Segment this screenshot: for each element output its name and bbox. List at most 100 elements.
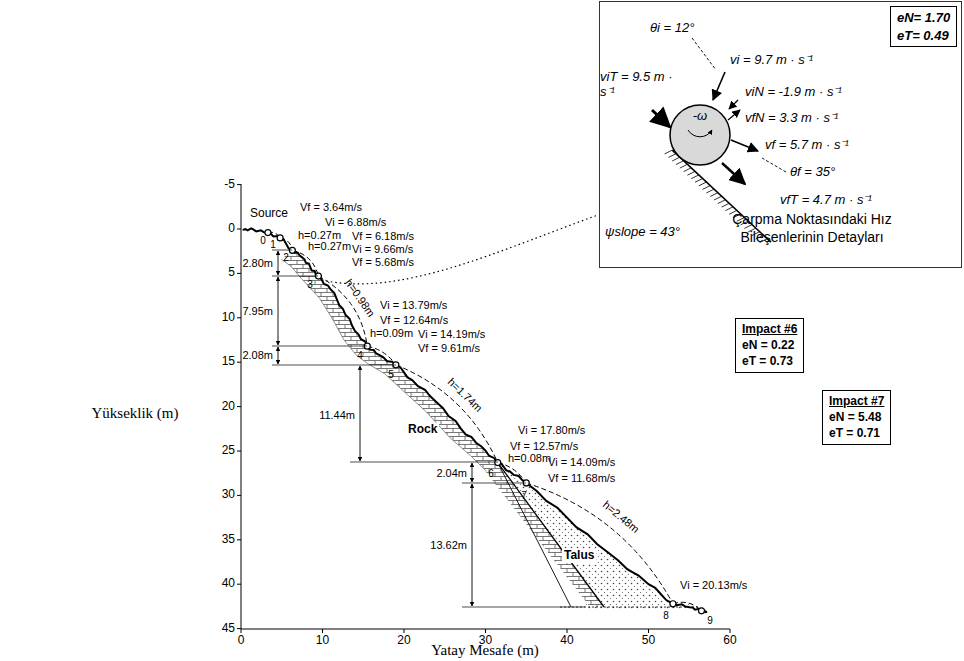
impact-point xyxy=(277,235,283,241)
tick-label: 30 xyxy=(222,488,235,502)
tick-label: 30 xyxy=(479,634,492,648)
tick-label: -5 xyxy=(224,178,235,192)
dimension-line xyxy=(278,251,279,275)
dimension-label: 7.95m xyxy=(242,305,273,318)
inset-label: vfN = 3.3 m · s⁻¹ xyxy=(745,111,838,126)
impact-point xyxy=(495,460,501,466)
velocity-arrow xyxy=(728,110,740,120)
coefficient-value: eT = 0.71 xyxy=(829,425,884,441)
slope-hatch xyxy=(676,161,684,165)
rock-hatch xyxy=(486,463,604,607)
tick-mark xyxy=(404,629,405,633)
tick-label: 10 xyxy=(316,634,329,648)
slope-hatch xyxy=(706,189,714,193)
slope-hatch xyxy=(718,200,726,204)
extension-line xyxy=(462,607,585,608)
dimension-line xyxy=(472,463,473,482)
slope-hatch xyxy=(722,203,730,207)
slope-hatch xyxy=(691,175,699,179)
dimension-label: 13.62m xyxy=(430,539,467,552)
coefficient-value: eN = 0.22 xyxy=(742,337,797,353)
trajectory-arc xyxy=(498,463,527,483)
slope-profile xyxy=(243,228,708,612)
velocity-arrow xyxy=(731,140,758,151)
tick-mark xyxy=(237,184,241,185)
impact-point xyxy=(698,608,704,614)
angle-leader xyxy=(762,158,786,172)
point-number: 8 xyxy=(663,610,669,622)
tick-label: 20 xyxy=(222,400,235,414)
dimension-line xyxy=(278,277,279,345)
coefficient-value: eT= 0.49 xyxy=(897,27,950,45)
tick-mark xyxy=(237,229,241,230)
slope-hatch xyxy=(680,164,688,168)
inset-label: ψslope = 43° xyxy=(605,225,680,240)
slope-hatch xyxy=(710,193,718,197)
tick-mark xyxy=(237,362,241,363)
slope-hatch xyxy=(695,178,703,182)
inset-label: viT = 9.5 m · s⁻¹ xyxy=(600,70,680,100)
dimension-label: 2.08m xyxy=(242,349,273,362)
tick-mark xyxy=(241,629,242,633)
slope-hatch xyxy=(684,168,692,172)
coefficient-value: eT = 0.73 xyxy=(742,353,797,369)
trajectory-arc xyxy=(292,250,318,276)
velocity-label: Vf = 11.68m/s xyxy=(548,472,615,485)
tick-mark xyxy=(648,629,649,633)
tick-mark xyxy=(237,495,241,496)
extension-line xyxy=(350,462,498,463)
tick-mark xyxy=(567,629,568,633)
velocity-label: Vi = 9.66m/s xyxy=(352,243,413,256)
slope-hatch xyxy=(725,207,733,211)
inset-caption: Çarpma Noktasındaki Hız Bileşenlerinin D… xyxy=(712,210,912,246)
slope-hatch xyxy=(665,150,673,154)
tick-label: 25 xyxy=(222,444,235,458)
tick-mark xyxy=(730,629,731,633)
impact-box: Impact #6eN = 0.22eT = 0.73 xyxy=(735,318,804,373)
velocity-label: Vi = 17.80m/s xyxy=(518,424,585,437)
velocity-label: Vi = 6.88m/s xyxy=(325,216,386,229)
velocity-label: Vf = 5.68m/s xyxy=(352,256,414,269)
slope-hatch xyxy=(699,182,707,186)
velocity-label: Vf = 12.64m/s xyxy=(380,314,448,327)
velocity-arrow xyxy=(713,72,725,100)
velocity-arrow xyxy=(729,100,738,109)
point-number: 7 xyxy=(521,490,527,502)
tick-label: 40 xyxy=(222,577,235,591)
tick-label: 0 xyxy=(228,222,235,236)
velocity-label: Vi = 14.19m/s xyxy=(418,328,485,341)
rock-boundary xyxy=(498,463,571,607)
velocity-label: Vf = 3.64m/s xyxy=(300,201,362,214)
dimension-label: 2.80m xyxy=(242,257,273,270)
inset-label: viN = -1.9 m · s⁻¹ xyxy=(745,85,842,100)
rotation-arrow xyxy=(688,130,712,137)
tick-label: 10 xyxy=(222,311,235,325)
dimension-line xyxy=(472,484,473,606)
inset-label: -ω xyxy=(693,109,707,124)
inset-label: vfT = 4.7 m · s⁻¹ xyxy=(780,193,872,208)
tick-label: 35 xyxy=(222,533,235,547)
extension-line xyxy=(272,365,396,366)
inset-label: vf = 5.7 m · s⁻¹ xyxy=(765,138,849,153)
tick-label: 60 xyxy=(723,634,736,648)
velocity-label: h=1.74m xyxy=(445,375,485,414)
coefficient-value: eN= 1.70 xyxy=(897,9,950,27)
tick-label: 20 xyxy=(397,634,410,648)
velocity-label: Vf = 6.18m/s xyxy=(352,230,414,243)
velocity-label: h=2.48m xyxy=(600,498,641,535)
point-number: 6 xyxy=(488,468,494,480)
trajectory-arc xyxy=(526,483,673,604)
tick-mark xyxy=(237,539,241,540)
slope-hatch xyxy=(714,196,722,200)
velocity-label: h=0.09m xyxy=(370,327,413,340)
angle-leader xyxy=(692,38,716,70)
impact-box: Impact #7eN = 5.48eT = 0.71 xyxy=(822,390,891,445)
dimension-line xyxy=(360,366,361,461)
impact-point xyxy=(265,230,271,236)
inset-label: θf = 35° xyxy=(790,165,835,180)
tick-mark xyxy=(237,584,241,585)
dimension-line xyxy=(278,347,279,364)
point-number: 3 xyxy=(307,279,313,291)
trajectory-arc xyxy=(396,365,498,463)
coefficient-value: eN = 5.48 xyxy=(829,409,884,425)
